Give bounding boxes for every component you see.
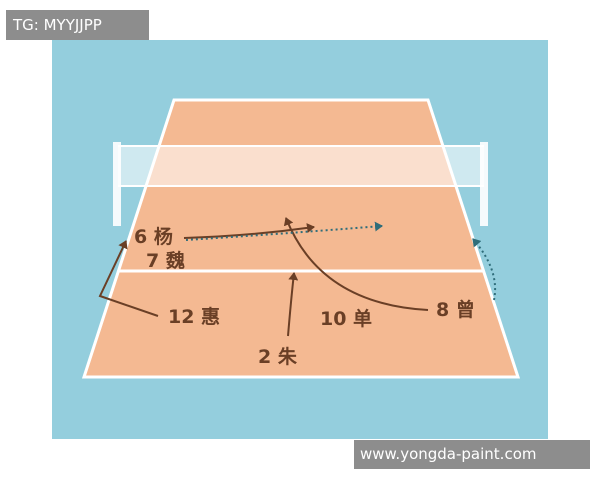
player-6-arrow — [183, 223, 315, 239]
player-2-arrow — [287, 272, 299, 337]
watermark-bottom: www.yongda-paint.com — [354, 440, 590, 469]
player-8-arrow — [283, 217, 429, 311]
net-post-left — [113, 142, 121, 226]
ball-trajectory-serve — [472, 238, 497, 301]
player-label-10: 10 单 — [320, 308, 373, 330]
player-label-6: 6 杨 — [134, 226, 173, 248]
net-band — [118, 146, 484, 186]
player-label-12: 12 惠 — [168, 306, 221, 328]
player-label-2: 2 朱 — [258, 346, 297, 368]
player-label-7: 7 魏 — [146, 250, 185, 272]
watermark-top: TG: MYYJJPP — [6, 10, 149, 40]
player-label-8: 8 曾 — [436, 299, 475, 321]
ball-trajectory-attack — [185, 221, 383, 241]
net-post-right — [480, 142, 488, 226]
player-12-arrow — [98, 240, 159, 317]
